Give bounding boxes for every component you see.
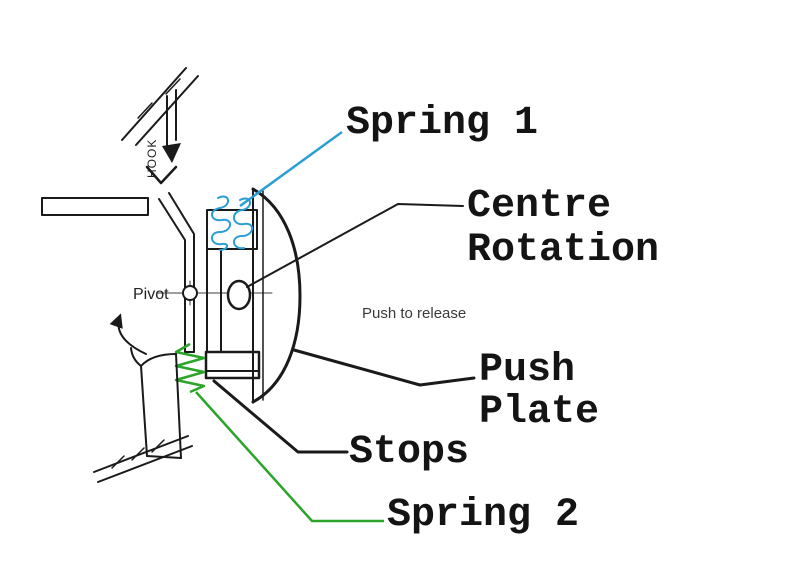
spring1-housing <box>206 209 258 250</box>
centre-rotation-leader <box>246 203 464 288</box>
push-plate-leader <box>292 348 476 387</box>
latch-body <box>206 248 222 353</box>
push-plate <box>251 187 302 404</box>
lever-arm <box>158 192 195 353</box>
stops-label: Stops <box>349 430 469 475</box>
down-arrow <box>162 89 181 163</box>
mount-bar <box>41 197 149 216</box>
stops-leader <box>212 379 349 454</box>
pivot-circle <box>182 285 198 301</box>
pivot-label: Pivot <box>133 286 169 303</box>
spring2-leader <box>195 391 384 523</box>
wall-hatch-top <box>121 67 199 146</box>
centre-rotation-hole <box>226 279 252 311</box>
centre-rotation-label-line2: Rotation <box>467 228 659 273</box>
spring1-coil <box>211 195 253 251</box>
spring1-label: Spring 1 <box>346 101 538 146</box>
rotation-arrow <box>109 313 147 355</box>
down-arrowhead <box>162 143 181 163</box>
hook-tip <box>145 165 178 185</box>
wall-hatch-bottom <box>93 435 193 483</box>
push-plate-label-line2: Plate <box>479 390 599 435</box>
stop-block <box>204 350 261 380</box>
push-to-release-note: Push to release <box>362 305 466 322</box>
spring2-coil <box>174 342 206 394</box>
centre-rotation-label-line1: Centre <box>467 184 611 229</box>
release-lever-part <box>130 347 182 459</box>
spring1-leader <box>239 130 343 208</box>
push-plate-label-line1: Push <box>479 348 575 393</box>
spring2-label: Spring 2 <box>387 493 579 538</box>
